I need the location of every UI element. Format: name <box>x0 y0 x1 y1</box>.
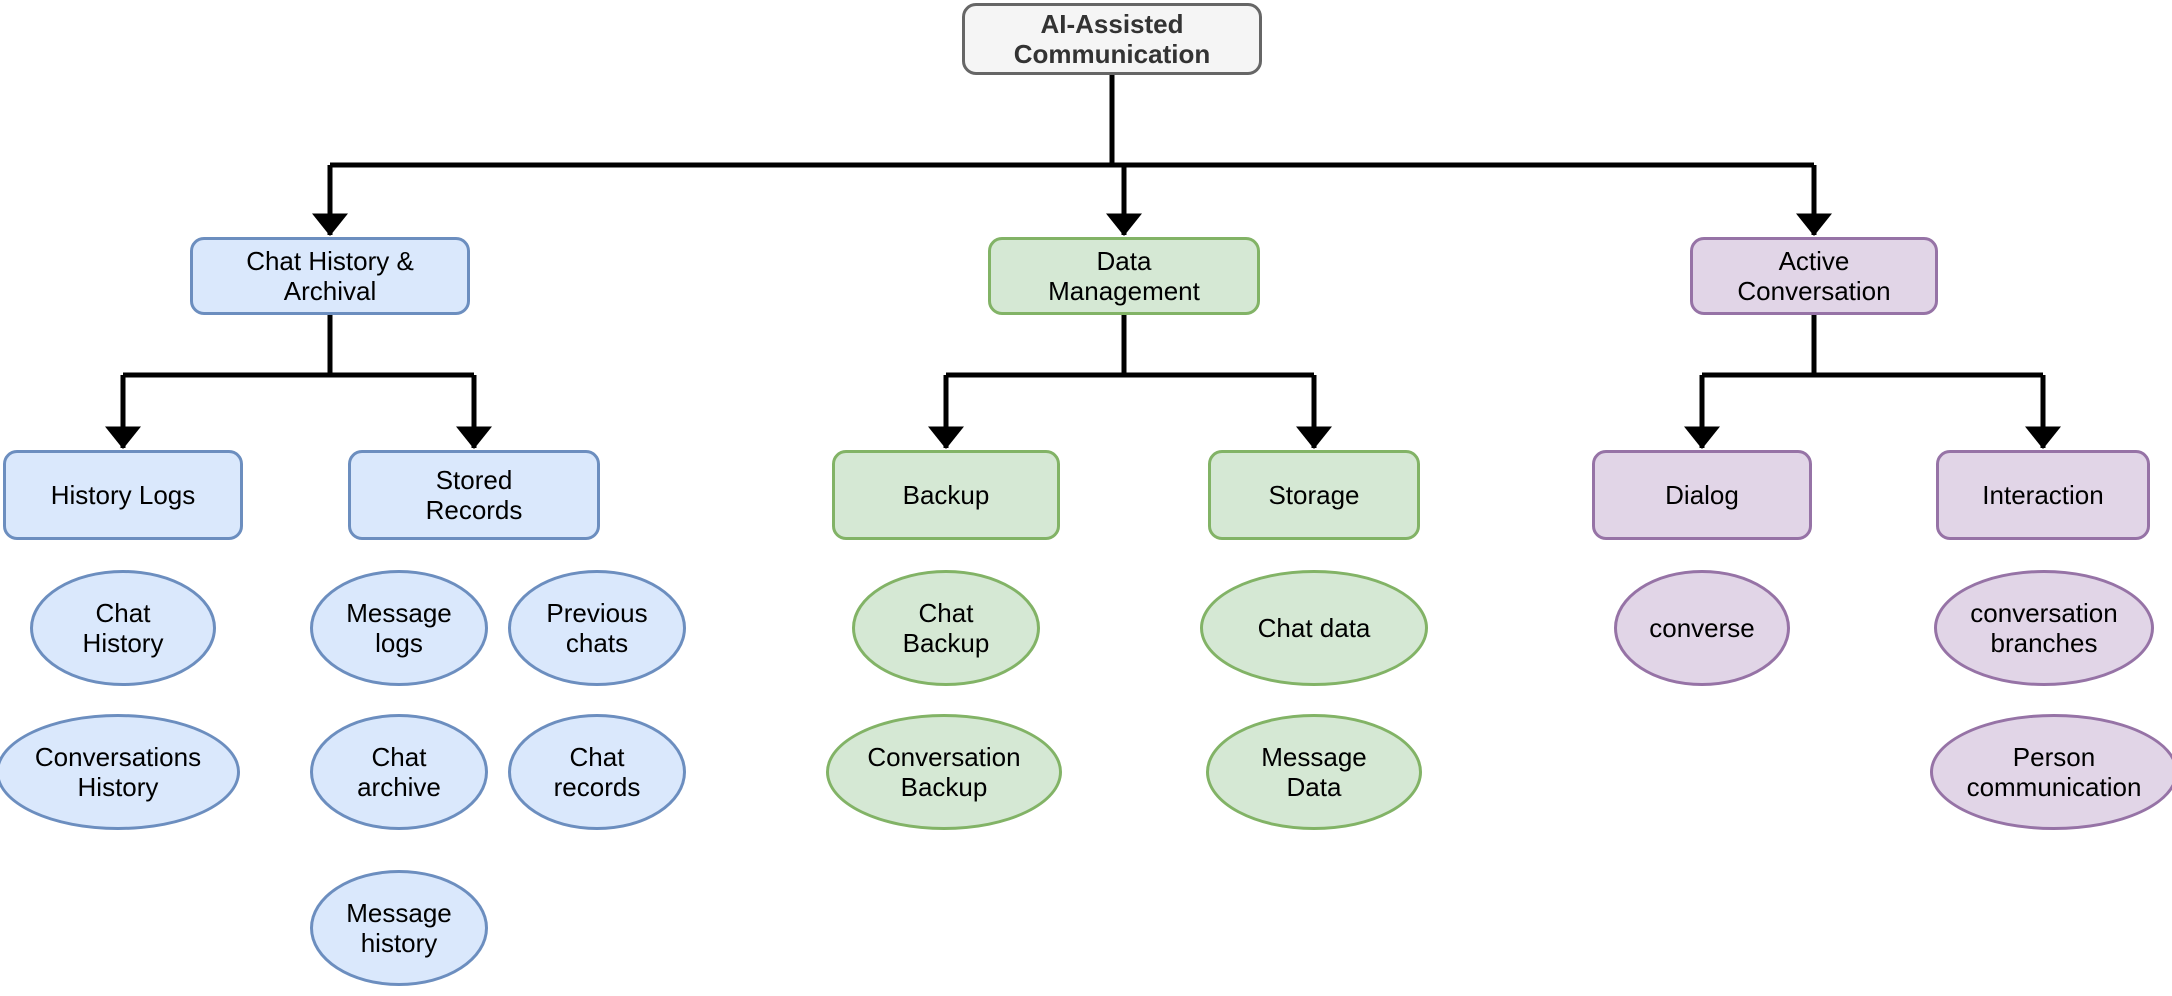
node-label: Message logs <box>346 597 452 658</box>
node-chat_backup[interactable]: Chat Backup <box>852 570 1040 686</box>
node-chat_records[interactable]: Chat records <box>508 714 686 830</box>
node-history_logs[interactable]: History Logs <box>3 450 243 540</box>
node-message_logs[interactable]: Message logs <box>310 570 488 686</box>
node-label: Chat Backup <box>902 597 990 658</box>
node-conversations_history[interactable]: Conversations History <box>0 714 240 830</box>
node-dialog[interactable]: Dialog <box>1592 450 1812 540</box>
node-chat_data[interactable]: Chat data <box>1200 570 1428 686</box>
node-stored_records[interactable]: Stored Records <box>348 450 600 540</box>
node-label: History Logs <box>50 479 196 510</box>
edge-arrowhead <box>456 426 492 449</box>
node-label: converse <box>1649 612 1755 643</box>
node-previous_chats[interactable]: Previous chats <box>508 570 686 686</box>
node-converse[interactable]: converse <box>1614 570 1790 686</box>
edge-arrowhead <box>1684 426 1720 449</box>
edge-arrowhead <box>1796 213 1832 236</box>
node-label: Message history <box>346 897 452 958</box>
node-label: Person communication <box>1966 741 2142 802</box>
node-storage[interactable]: Storage <box>1208 450 1420 540</box>
node-label: Dialog <box>1665 479 1739 510</box>
edge-arrowhead <box>2025 426 2061 449</box>
edge-arrowhead <box>928 426 964 449</box>
node-label: Chat records <box>553 741 641 802</box>
node-label: Interaction <box>1982 479 2104 510</box>
node-active_conversation[interactable]: Active Conversation <box>1690 237 1938 315</box>
node-label: Conversation Backup <box>867 741 1021 802</box>
node-label: Conversations History <box>34 741 202 802</box>
node-label: Storage <box>1268 479 1360 510</box>
node-label: conversation branches <box>1970 597 2118 658</box>
node-root[interactable]: AI-Assisted Communication <box>962 3 1262 75</box>
node-label: Stored Records <box>425 464 523 525</box>
node-person_communication[interactable]: Person communication <box>1930 714 2172 830</box>
node-conversation_backup[interactable]: Conversation Backup <box>826 714 1062 830</box>
node-backup[interactable]: Backup <box>832 450 1060 540</box>
node-label: Chat History <box>82 597 164 658</box>
node-message_history[interactable]: Message history <box>310 870 488 986</box>
node-chat_archive[interactable]: Chat archive <box>310 714 488 830</box>
node-chat_history[interactable]: Chat History <box>30 570 216 686</box>
node-label: AI-Assisted Communication <box>1013 8 1211 69</box>
edge-arrowhead <box>1296 426 1332 449</box>
edge-arrowhead <box>312 213 348 236</box>
node-data_management[interactable]: Data Management <box>988 237 1260 315</box>
node-label: Backup <box>902 479 990 510</box>
node-label: Message Data <box>1261 741 1367 802</box>
node-label: Chat archive <box>357 741 441 802</box>
node-label: Active Conversation <box>1737 245 1891 306</box>
node-interaction[interactable]: Interaction <box>1936 450 2150 540</box>
node-label: Data Management <box>1048 245 1200 306</box>
node-label: Previous chats <box>546 597 648 658</box>
edge-arrowhead <box>1106 213 1142 236</box>
edge-arrowhead <box>105 426 141 449</box>
node-message_data[interactable]: Message Data <box>1206 714 1422 830</box>
node-conversation_branches[interactable]: conversation branches <box>1934 570 2154 686</box>
node-label: Chat data <box>1257 612 1371 643</box>
node-label: Chat History & Archival <box>246 245 414 306</box>
node-chat_history_archival[interactable]: Chat History & Archival <box>190 237 470 315</box>
